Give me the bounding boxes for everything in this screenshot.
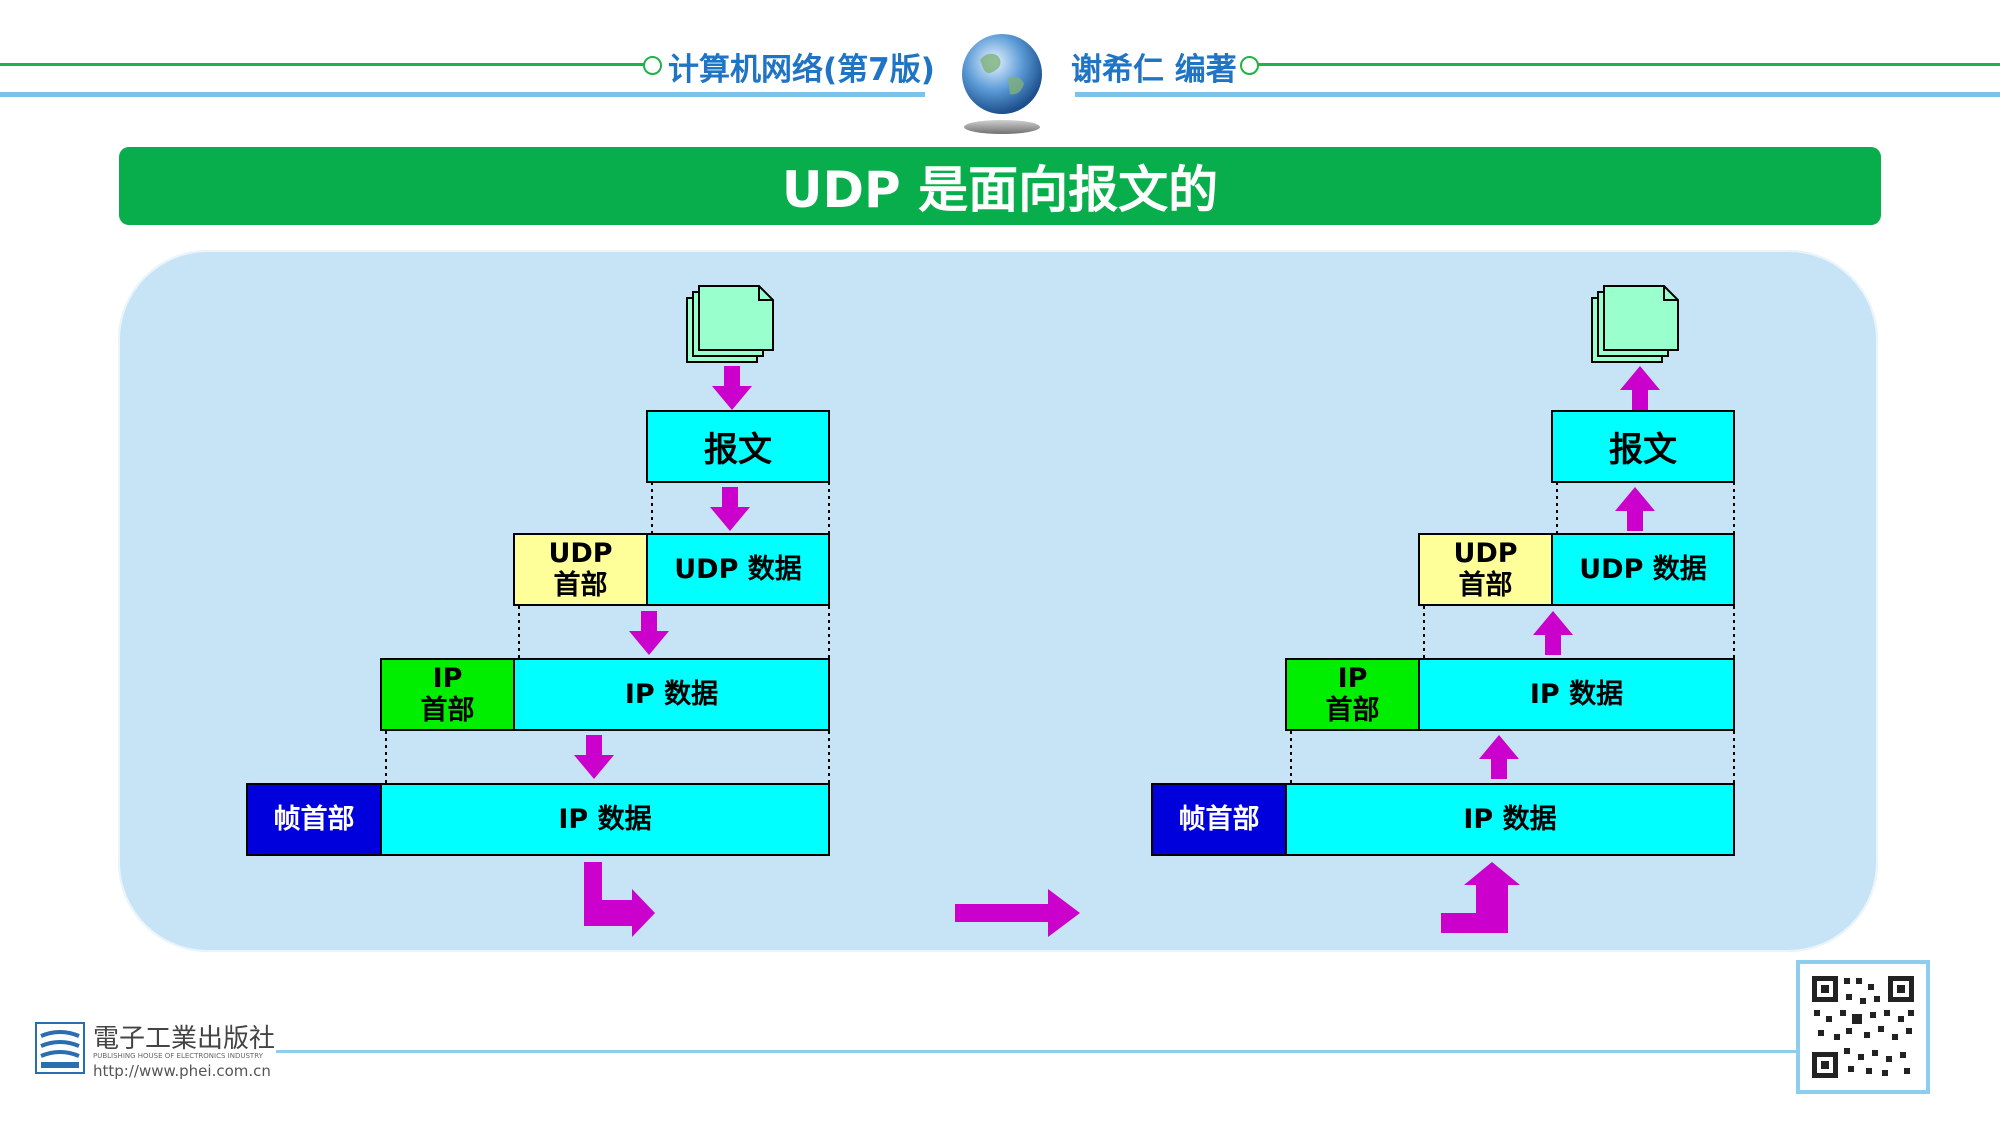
sender-udp-header-line1: UDP	[548, 538, 613, 570]
sender-message-box: 报文	[646, 410, 830, 483]
sender-udp-data-box: UDP 数据	[646, 533, 830, 606]
footer-line	[276, 1050, 1796, 1053]
header-line-left-green	[0, 63, 648, 66]
publisher-logo-icon	[35, 1022, 85, 1074]
header-ring-left	[643, 56, 662, 75]
qr-code-icon[interactable]	[1796, 960, 1930, 1094]
receiver-udp-header-line2: 首部	[1458, 569, 1513, 601]
sender-udp-header-box: UDP 首部	[513, 533, 648, 606]
receiver-ip-header-line2: 首部	[1325, 694, 1380, 726]
sender-frame-data-box: IP 数据	[380, 783, 830, 856]
publisher-name-en: PUBLISHING HOUSE OF ELECTRONICS INDUSTRY	[93, 1052, 263, 1060]
slide-title: UDP 是面向报文的	[119, 147, 1881, 225]
globe-icon	[958, 30, 1046, 135]
receiver-udp-header-box: UDP 首部	[1418, 533, 1553, 606]
sender-ip-header-box: IP 首部	[380, 658, 515, 731]
receiver-frame-header-box: 帧首部	[1151, 783, 1287, 856]
message-stack-icon-sender	[685, 284, 777, 364]
sender-ip-header-line1: IP	[432, 663, 463, 695]
receiver-ip-data-box: IP 数据	[1418, 658, 1735, 731]
sender-udp-header-line2: 首部	[553, 569, 608, 601]
receiver-udp-data-box: UDP 数据	[1551, 533, 1735, 606]
sender-frame-header-box: 帧首部	[246, 783, 382, 856]
receiver-frame-data-box: IP 数据	[1285, 783, 1735, 856]
publisher-url[interactable]: http://www.phei.com.cn	[93, 1062, 271, 1080]
receiver-ip-header-line1: IP	[1337, 663, 1368, 695]
book-title: 计算机网络(第7版)	[668, 52, 935, 88]
sender-ip-data-box: IP 数据	[513, 658, 830, 731]
receiver-udp-header-line1: UDP	[1453, 538, 1518, 570]
receiver-ip-header-box: IP 首部	[1285, 658, 1420, 731]
header-line-right-blue	[1075, 92, 2000, 97]
message-stack-icon-receiver	[1590, 284, 1682, 364]
publisher-name: 電子工業出版社	[93, 1024, 276, 1054]
receiver-message-box: 报文	[1551, 410, 1735, 483]
author: 谢希仁 编著	[1071, 52, 1237, 88]
header-line-right-green	[1258, 63, 2000, 66]
sender-ip-header-line2: 首部	[420, 694, 475, 726]
header-line-left-blue	[0, 92, 925, 97]
